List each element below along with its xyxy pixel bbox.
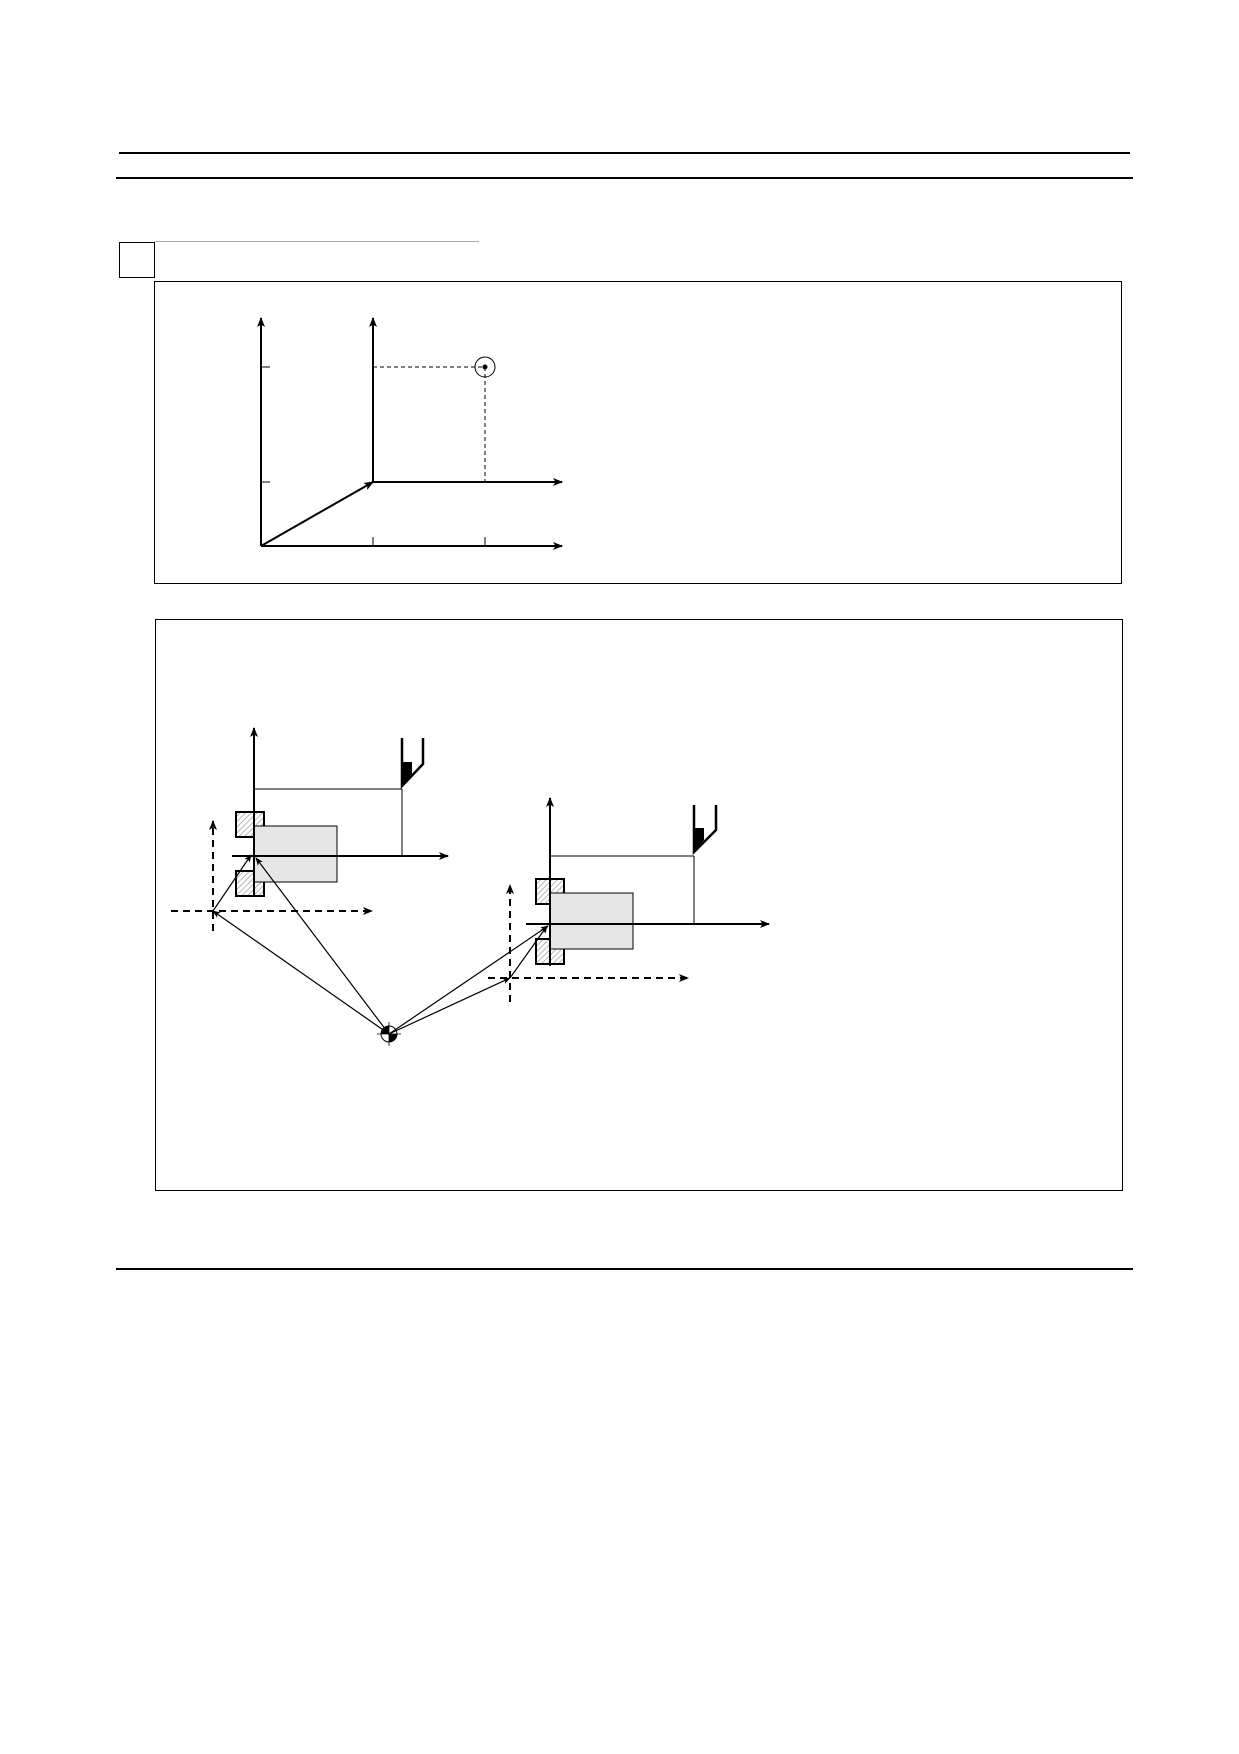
offset-vector-arrow [260, 481, 374, 547]
right-turning-tool-icon [692, 805, 718, 856]
base-coordinate-system [257, 317, 563, 550]
left-workpiece [253, 825, 338, 883]
right-workpiece [549, 892, 634, 950]
left-turning-tool-icon [400, 738, 425, 790]
right-offset-vector-arrow [509, 925, 548, 979]
vector-to-left-workpiece-origin [255, 857, 390, 1035]
left-offset-vector-arrow [212, 854, 252, 912]
figure-2-diagram [171, 727, 770, 1046]
machine-zero-vectors [212, 857, 549, 1035]
vector-to-right-workpiece-origin [388, 925, 549, 1035]
shifted-coordinate-system [369, 317, 563, 486]
header-rule-bottom [116, 177, 1133, 179]
footer-rule [116, 1268, 1133, 1270]
figure-1-diagram [257, 317, 563, 550]
figure-1-frame [154, 281, 1122, 584]
right-setup [488, 797, 770, 1002]
machine-zero-point-icon [377, 1022, 401, 1046]
section-marker-box [119, 242, 155, 278]
section-divider-line [155, 241, 479, 242]
vector-to-right-machine-origin [388, 977, 511, 1035]
header-rule-top [119, 152, 1130, 154]
target-point-icon [474, 356, 496, 378]
left-setup [171, 727, 449, 931]
figure-2-frame [155, 619, 1123, 1191]
vector-to-left-machine-origin [212, 910, 390, 1035]
